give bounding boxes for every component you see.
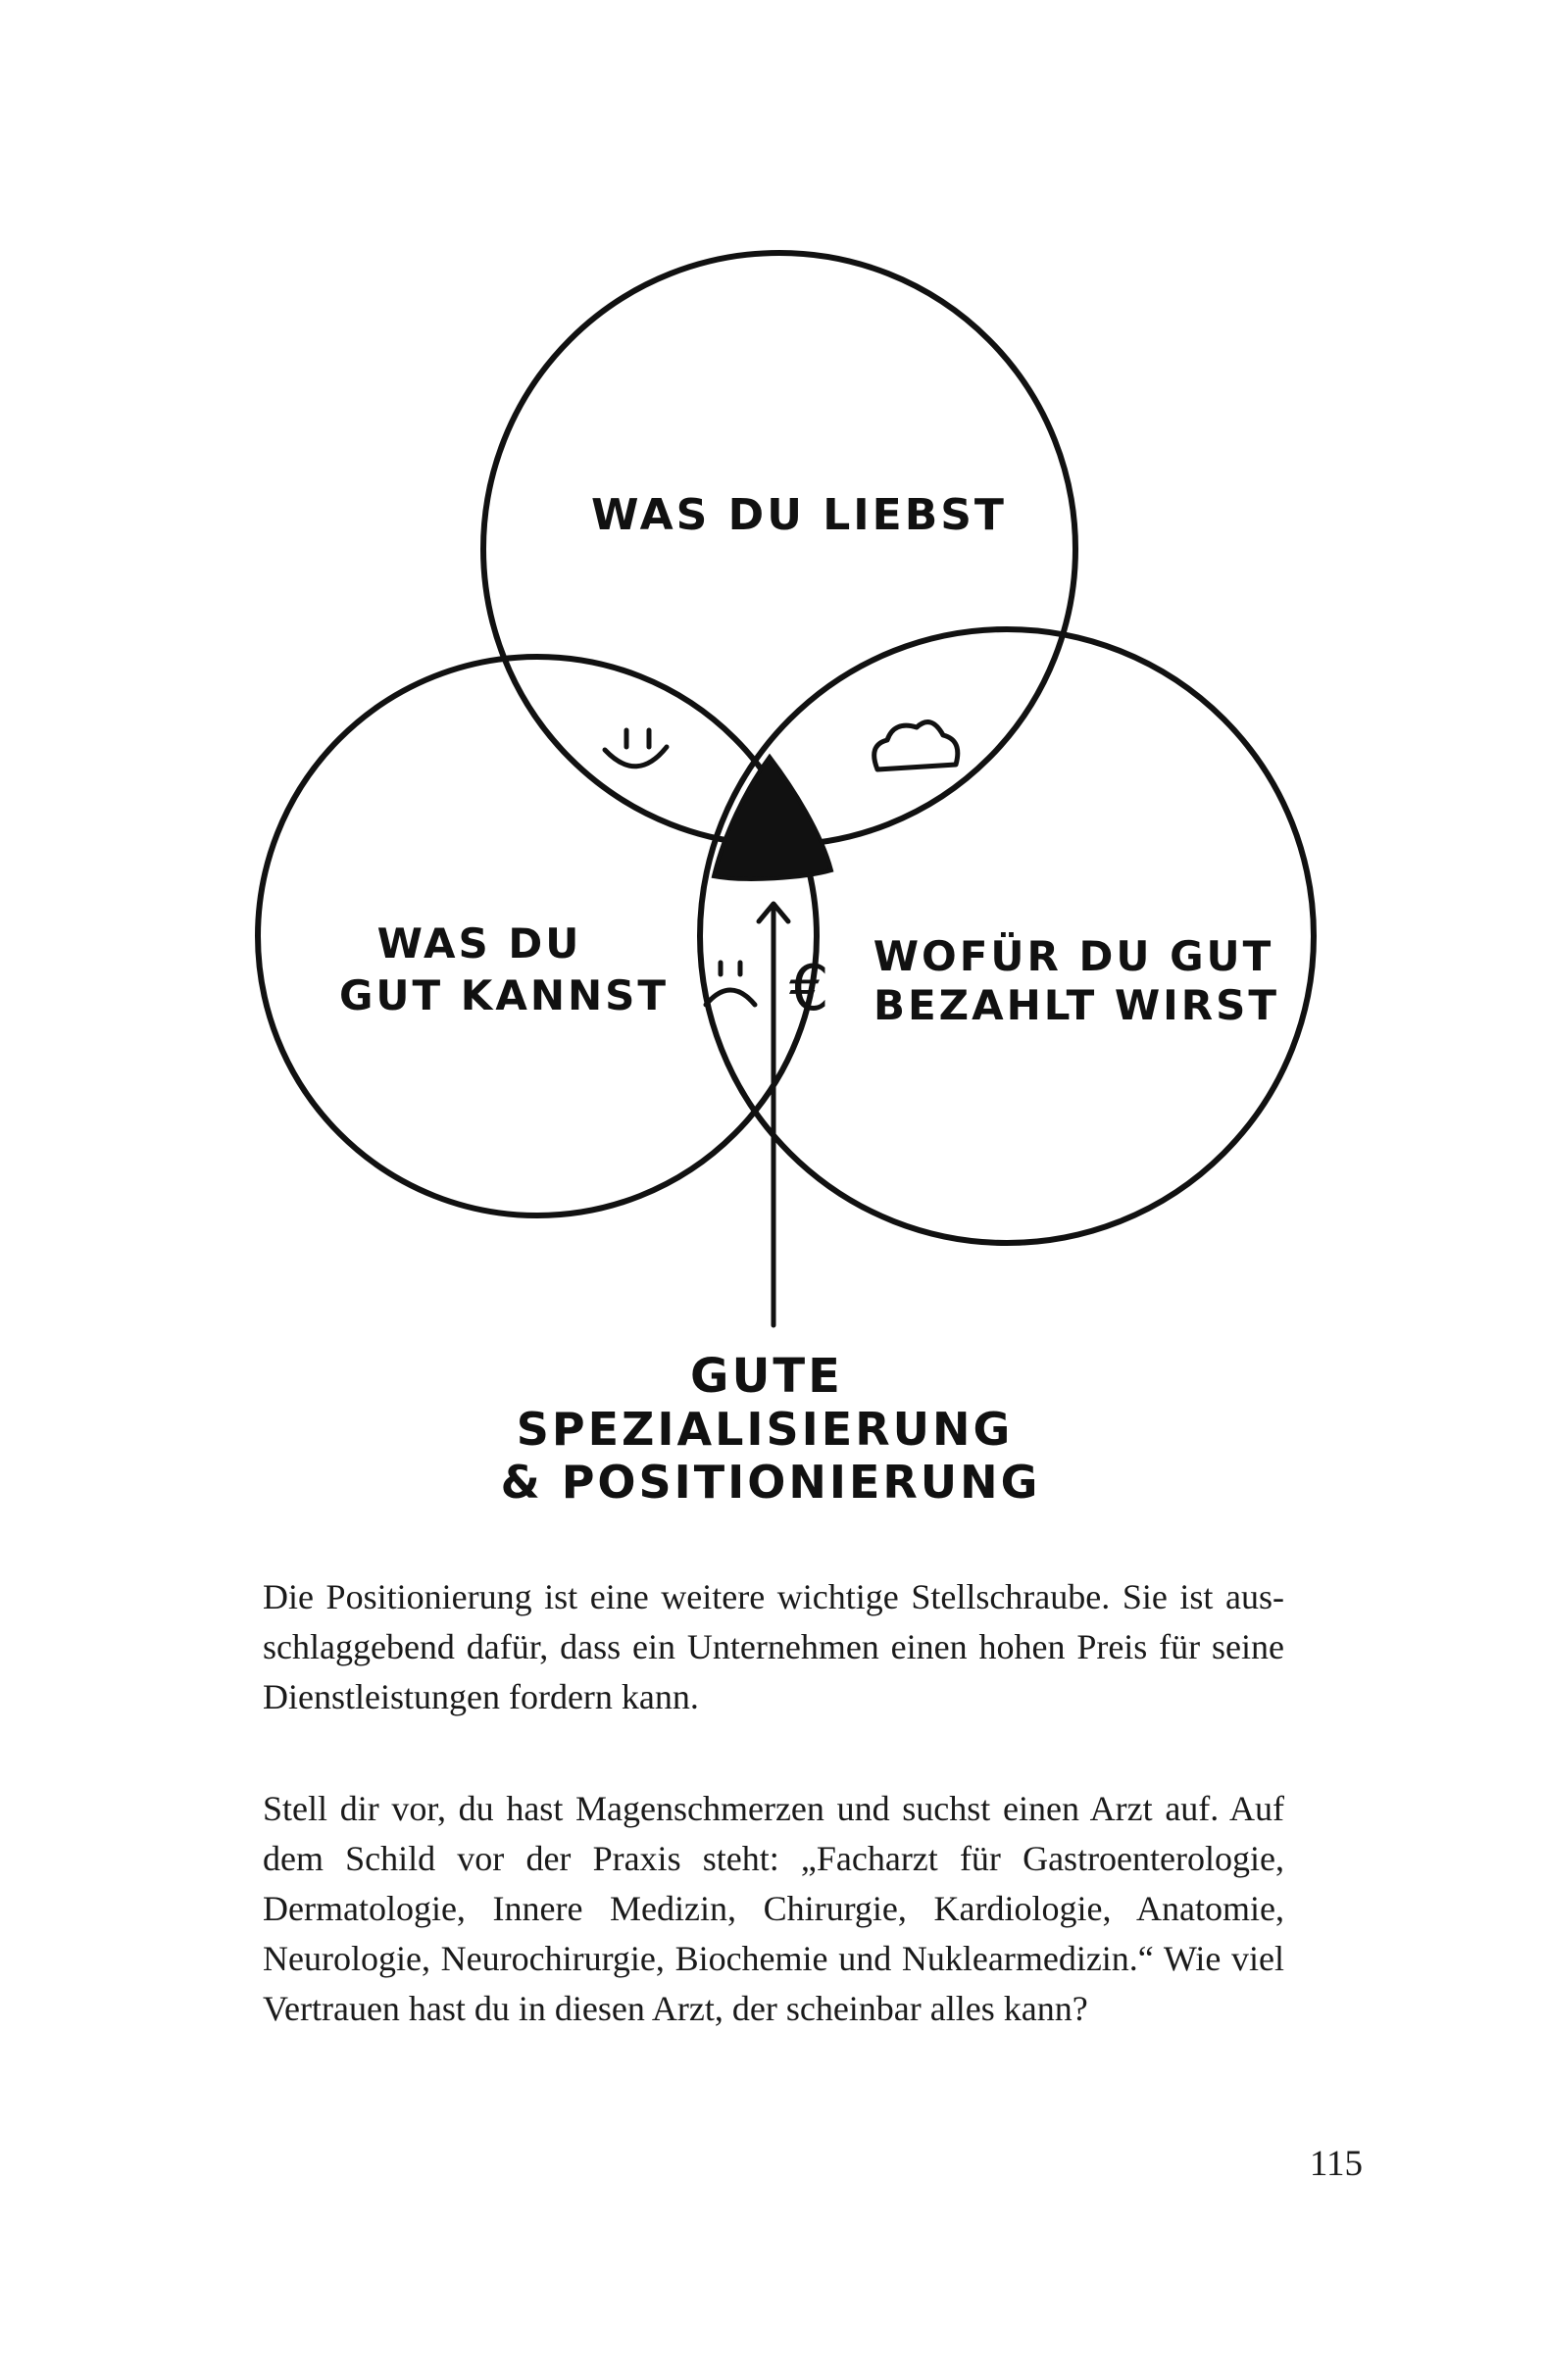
cloud-icon <box>872 719 961 772</box>
label-was-du-line1: WAS DU <box>377 919 582 967</box>
circle-left <box>255 654 820 1218</box>
filled-triangle-icon <box>711 753 834 881</box>
caption-line1: GUTE <box>690 1349 843 1404</box>
caption-line2: SPEZIALISIERUNG <box>517 1403 1013 1456</box>
label-gut-kannst-line2: GUT KANNST <box>339 971 669 1019</box>
euro-symbol: € <box>789 953 829 1025</box>
label-wofuer-line1: WOFÜR DU GUT <box>873 931 1274 980</box>
page-number: 115 <box>1309 2144 1363 2184</box>
circle-top <box>480 250 1078 848</box>
circle-right <box>697 626 1317 1246</box>
label-bezahlt-line2: BEZAHLT WIRST <box>873 981 1279 1029</box>
paragraph-positionierung: Die Positionierung ist eine weitere wich… <box>263 1577 1284 1716</box>
smiley-icon <box>602 727 670 769</box>
arrow-icon <box>756 901 791 1328</box>
sad-face-icon <box>703 960 758 1008</box>
label-was-du-liebst: WAS DU LIEBST <box>591 490 1007 540</box>
venn-diagram: € WAS DU LIEBST WAS DU GUT KANNST WOFÜR … <box>255 250 1317 1509</box>
paragraph-arzt-beispiel: Stell dir vor, du hast Magenschmerzen un… <box>263 1789 1284 2028</box>
caption-line3: & POSITIONIERUNG <box>501 1456 1041 1509</box>
